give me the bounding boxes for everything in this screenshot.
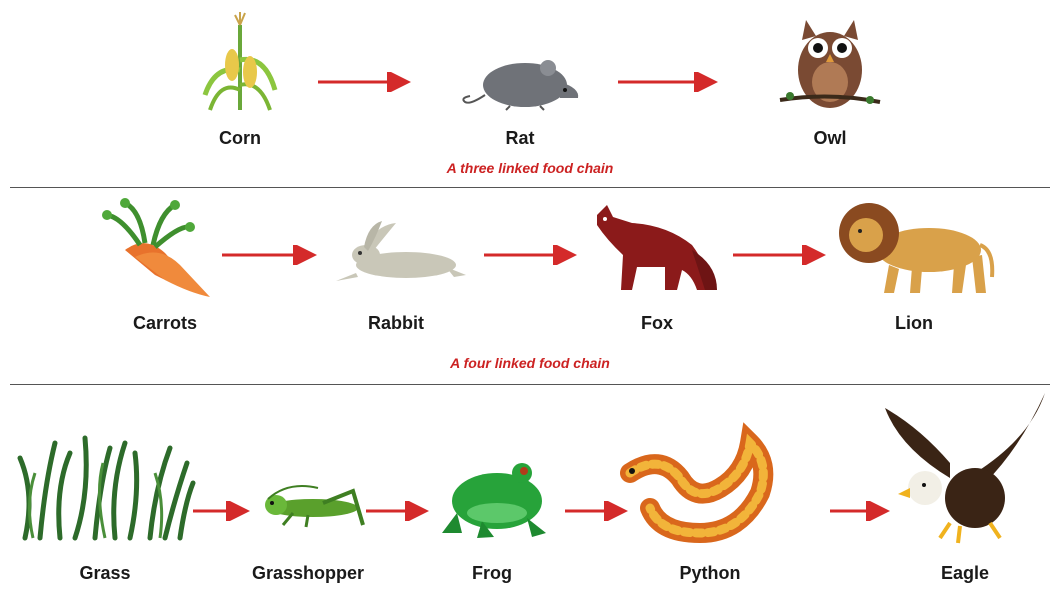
- rat-icon: [440, 10, 600, 120]
- chain-caption: A three linked food chain: [0, 160, 1060, 176]
- python-icon: [620, 433, 800, 543]
- organism-label: Owl: [750, 128, 910, 149]
- fox-item: Fox: [577, 195, 737, 340]
- organism-label: Grasshopper: [228, 563, 388, 584]
- owl-item: Owl: [750, 10, 910, 160]
- organism-label: Fox: [577, 313, 737, 334]
- corn-icon: [160, 10, 320, 120]
- divider-2: [10, 384, 1050, 385]
- food-chain-row-1: Corn Rat Owl A three li: [0, 0, 1060, 185]
- arrow-fox-to-lion: [733, 245, 831, 265]
- organism-label: Rabbit: [316, 313, 476, 334]
- grasshopper-icon: [228, 433, 388, 543]
- fox-icon: [577, 195, 737, 300]
- arrow-carrots-to-rabbit: [222, 245, 322, 265]
- eagle-icon: [880, 388, 1050, 548]
- python-item: Python: [620, 433, 800, 583]
- food-chain-row-2: Carrots Rabbit Fox: [0, 190, 1060, 380]
- lion-icon: [834, 195, 994, 300]
- grass-icon: [15, 433, 195, 543]
- organism-label: Eagle: [885, 563, 1045, 584]
- corn-item: Corn: [160, 10, 320, 160]
- divider-1: [10, 187, 1050, 188]
- rabbit-item: Rabbit: [316, 195, 476, 340]
- organism-label: Lion: [834, 313, 994, 334]
- frog-icon: [412, 433, 572, 543]
- arrow-corn-to-rat: [318, 72, 416, 92]
- organism-label: Python: [630, 563, 790, 584]
- frog-item: Frog: [412, 433, 572, 583]
- organism-label: Frog: [412, 563, 572, 584]
- grass-item: Grass: [15, 433, 195, 583]
- organism-label: Carrots: [85, 313, 245, 334]
- grasshopper-item: Grasshopper: [228, 433, 388, 583]
- organism-label: Grass: [25, 563, 185, 584]
- carrots-item: Carrots: [85, 195, 245, 340]
- arrow-rabbit-to-fox: [484, 245, 582, 265]
- eagle-item: Eagle: [880, 388, 1050, 588]
- lion-item: Lion: [834, 195, 994, 340]
- owl-icon: [750, 10, 910, 120]
- arrow-rat-to-owl: [618, 72, 723, 92]
- rat-item: Rat: [440, 10, 600, 160]
- organism-label: Rat: [440, 128, 600, 149]
- chain-caption: A four linked food chain: [0, 355, 1060, 371]
- carrot-icon: [85, 195, 245, 300]
- food-chain-row-3: Grass Grasshopper Frog: [0, 388, 1060, 595]
- organism-label: Corn: [160, 128, 320, 149]
- rabbit-icon: [316, 195, 476, 300]
